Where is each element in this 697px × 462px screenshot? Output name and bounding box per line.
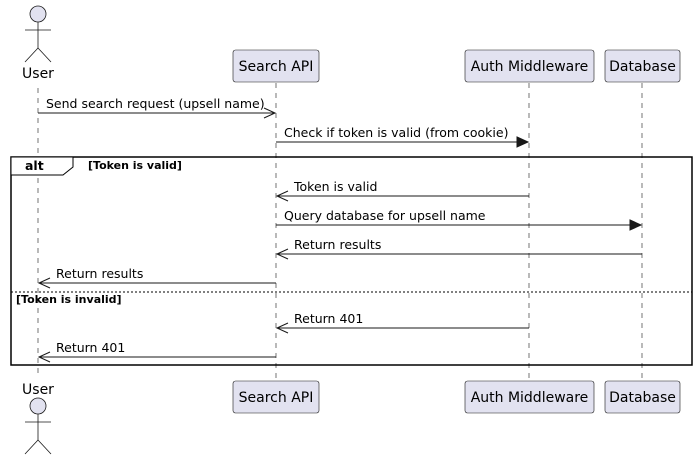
message-return-401-auth: Return 401 — [275, 311, 529, 334]
arrowhead-icon — [275, 248, 289, 260]
message-label: Return 401 — [56, 340, 125, 355]
arrowhead-icon — [516, 136, 530, 148]
participant-auth-middleware-top: Auth Middleware — [464, 49, 595, 83]
actor-user-bottom: User — [22, 382, 54, 455]
participant-database-label: Database — [609, 390, 676, 406]
message-label: Return results — [294, 237, 381, 252]
actor-user-top: User — [22, 5, 54, 82]
alt-guard-valid: [Token is valid] — [88, 159, 182, 172]
arrowhead-icon — [275, 190, 289, 202]
message-return-401-user: Return 401 — [37, 340, 276, 363]
participant-database-label: Database — [609, 59, 676, 75]
arrowhead-icon — [263, 107, 277, 119]
participant-auth-middleware-label: Auth Middleware — [471, 390, 589, 406]
alt-frame — [10, 156, 693, 366]
message-check-token: Check if token is valid (from cookie) — [276, 125, 530, 148]
participant-database-bottom: Database — [604, 380, 681, 414]
participant-search-api-bottom: Search API — [232, 380, 320, 414]
message-send-search-request: Send search request (upsell name) — [38, 96, 277, 119]
actor-head-icon — [29, 397, 47, 415]
message-label: Token is valid — [293, 179, 377, 194]
participant-search-api-label: Search API — [239, 390, 314, 406]
arrowhead-icon — [275, 322, 289, 334]
message-query-database: Query database for upsell name — [276, 208, 643, 231]
message-label: Return results — [56, 266, 143, 281]
participant-search-api-label: Search API — [239, 59, 314, 75]
alt-keyword: alt — [25, 158, 44, 173]
message-label: Send search request (upsell name) — [46, 96, 265, 111]
participant-database-top: Database — [604, 49, 681, 83]
alt-frame-tab — [10, 156, 74, 176]
participant-search-api-top: Search API — [232, 49, 320, 83]
message-label: Check if token is valid (from cookie) — [284, 125, 508, 140]
message-label: Return 401 — [294, 311, 363, 326]
arrowhead-icon — [37, 351, 51, 363]
actor-user-label-bottom: User — [22, 382, 54, 398]
message-label: Query database for upsell name — [284, 208, 486, 223]
participant-auth-middleware-label: Auth Middleware — [471, 59, 589, 75]
actor-user-label-top: User — [22, 66, 54, 82]
arrowhead-icon — [629, 219, 643, 231]
actor-head-icon — [29, 5, 47, 23]
message-return-results-db: Return results — [275, 237, 642, 260]
arrowhead-icon — [37, 277, 51, 289]
message-return-results-user: Return results — [37, 266, 276, 289]
participant-auth-middleware-bottom: Auth Middleware — [464, 380, 595, 414]
alt-guard-invalid: [Token is invalid] — [16, 293, 122, 306]
message-token-valid: Token is valid — [275, 179, 529, 202]
